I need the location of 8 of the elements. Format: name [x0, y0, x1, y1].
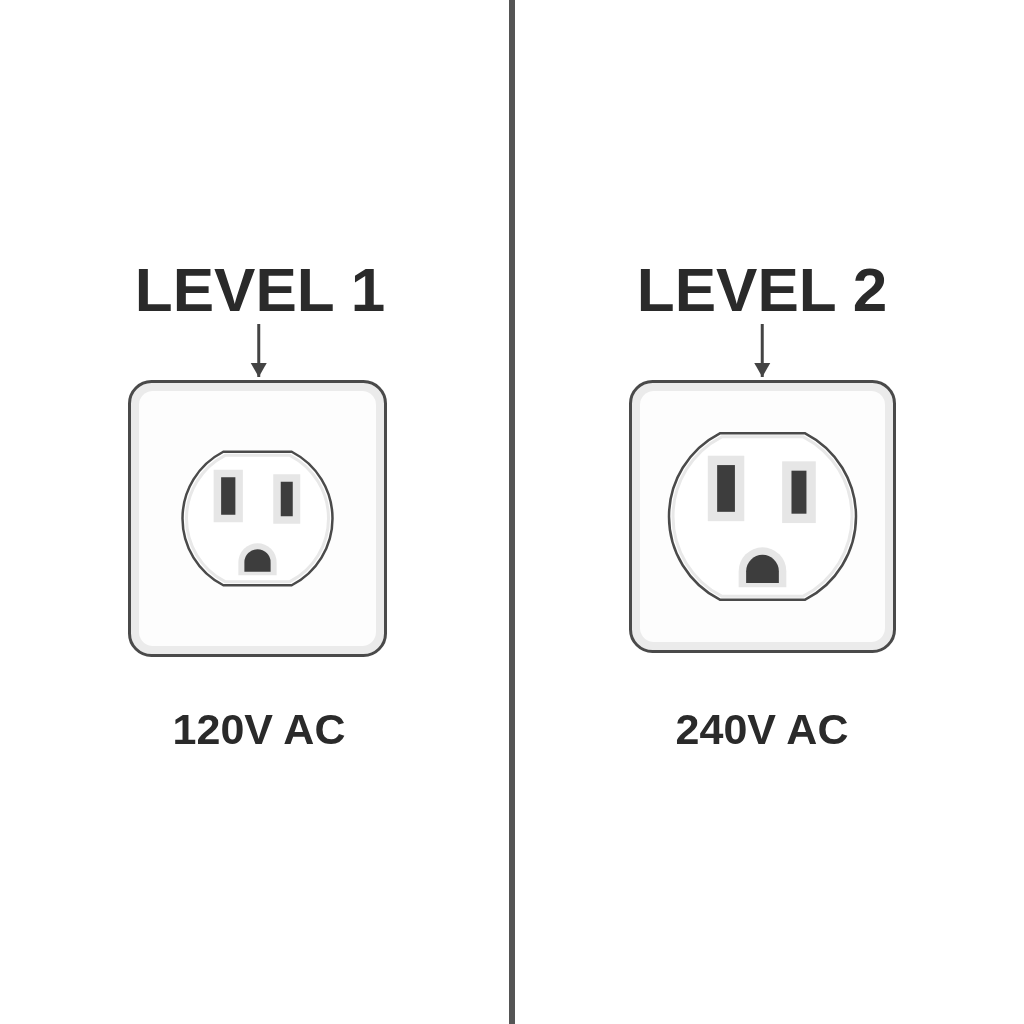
voltage-label: 240V AC: [675, 708, 849, 751]
arrow: [250, 324, 267, 377]
level-heading: LEVEL 2: [636, 259, 888, 321]
level-heading: LEVEL 1: [134, 259, 386, 321]
power-outlet-illustration: [629, 380, 896, 653]
voltage-label: 120V AC: [172, 708, 346, 751]
arrow: [754, 324, 771, 377]
power-outlet-illustration: [128, 380, 387, 657]
